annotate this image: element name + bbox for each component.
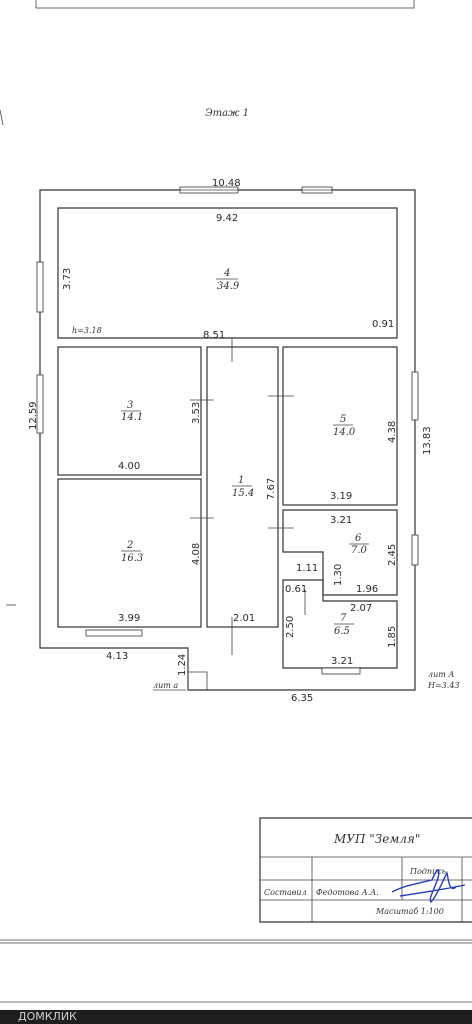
dim-room3-width: 4.00 [118, 461, 140, 472]
watermark-bar: ДОМКЛИК [0, 1010, 472, 1024]
compiler-name: Федотова А.А. [316, 888, 379, 897]
dim-outer-top: 10.48 [212, 178, 241, 189]
room-5-label: 5 14.0 [333, 414, 356, 438]
dim-outer-bottom: 6.35 [291, 693, 313, 704]
dim-room6-height: 2.45 [387, 544, 398, 566]
dim-room4-step: 0.91 [372, 319, 394, 330]
dim-room6-width: 3.21 [330, 515, 352, 526]
dim-hall-small: 1.11 [296, 563, 318, 574]
signature-label: Подпись [409, 867, 446, 876]
room-5-outline [282, 346, 398, 506]
watermark-text: ДОМКЛИК [18, 1010, 77, 1023]
dim-hall-depth: 1.30 [333, 564, 344, 586]
h-lit-a-label: H=3.43 [427, 681, 460, 690]
window-bottom-room2 [85, 629, 143, 637]
room-4-label: 4 34.9 [216, 268, 240, 292]
dim-middle-width: 8.51 [203, 330, 225, 341]
floor-title: Этаж 1 [205, 108, 249, 119]
dim-room7-width: 3.21 [331, 656, 353, 667]
dim-room2-width: 3.99 [118, 613, 140, 624]
lit-a-lower-label: лит а [153, 681, 178, 690]
dim-room7-height: 1.85 [387, 626, 398, 648]
dim-room7-width-top: 2.07 [350, 603, 372, 614]
title-block: МУП "Земля" Подпись Составил Федотова А.… [259, 817, 472, 923]
dim-hall-offset: 0.61 [285, 584, 307, 595]
dim-room5-height: 4.38 [387, 421, 398, 443]
dim-room2-height: 4.08 [191, 543, 202, 565]
signature-scribble [391, 869, 466, 903]
room-number: 7 [340, 613, 347, 624]
dim-outer-bottom-left: 4.13 [106, 651, 128, 662]
window-bottom-room7 [321, 667, 361, 675]
dim-corridor-length: 7.67 [266, 478, 277, 500]
exterior-wall [39, 189, 416, 691]
window-right-room6 [411, 534, 419, 566]
room-area: 7.0 [351, 545, 368, 556]
dim-room3-height: 3.53 [191, 402, 202, 424]
room-number: 6 [355, 533, 362, 544]
porch-outline [187, 648, 208, 690]
scale-label: Масштаб 1:100 [375, 907, 444, 916]
lit-a-upper-label: лит А [428, 670, 454, 679]
dim-total-height-left: 12.59 [28, 401, 39, 430]
room-number: 2 [126, 540, 133, 551]
room-2-label: 2 16.3 [121, 540, 143, 564]
scan-mark [0, 109, 4, 126]
dim-hall-width: 1.96 [356, 584, 378, 595]
window-left-top [36, 261, 44, 313]
dim-room7-height-left: 2.50 [285, 616, 296, 638]
org-name: МУП "Земля" [333, 832, 420, 846]
room-area: 15.4 [232, 488, 254, 499]
room-3-label: 3 14.1 [121, 400, 143, 423]
dim-h-room4: h=3.18 [72, 326, 102, 335]
room-1-label: 1 15.4 [232, 475, 254, 499]
dim-porch-depth: 1.24 [177, 654, 188, 676]
window-left-mid [36, 374, 44, 434]
room-area: 14.0 [333, 427, 356, 438]
dim-total-height-right: 13.83 [422, 426, 433, 455]
compiled-label: Составил [264, 888, 307, 897]
room-area: 14.1 [121, 412, 143, 423]
room-area: 34.9 [217, 281, 240, 292]
top-frame [35, 0, 415, 9]
window-right-room5 [411, 371, 419, 421]
dim-room5-width: 3.19 [330, 491, 352, 502]
dim-room4-height: 3.73 [62, 268, 73, 290]
room-number: 1 [238, 475, 244, 486]
room-area: 6.5 [334, 626, 350, 637]
room-number: 3 [127, 400, 133, 411]
room-number: 5 [340, 414, 346, 425]
room-4-outline [57, 207, 398, 339]
room-7-label: 7 6.5 [334, 613, 354, 637]
room-6-label: 6 7.0 [349, 533, 369, 556]
dim-top-inner: 9.42 [216, 213, 238, 224]
title-block-frame [259, 817, 472, 923]
room-number: 4 [223, 268, 230, 279]
room-area: 16.3 [121, 553, 143, 564]
dim-corridor-width: 2.01 [233, 613, 255, 624]
room-7-outline [282, 579, 398, 669]
room-2-outline [57, 478, 202, 628]
room-1-outline [206, 346, 279, 628]
room-3-outline [57, 346, 202, 476]
